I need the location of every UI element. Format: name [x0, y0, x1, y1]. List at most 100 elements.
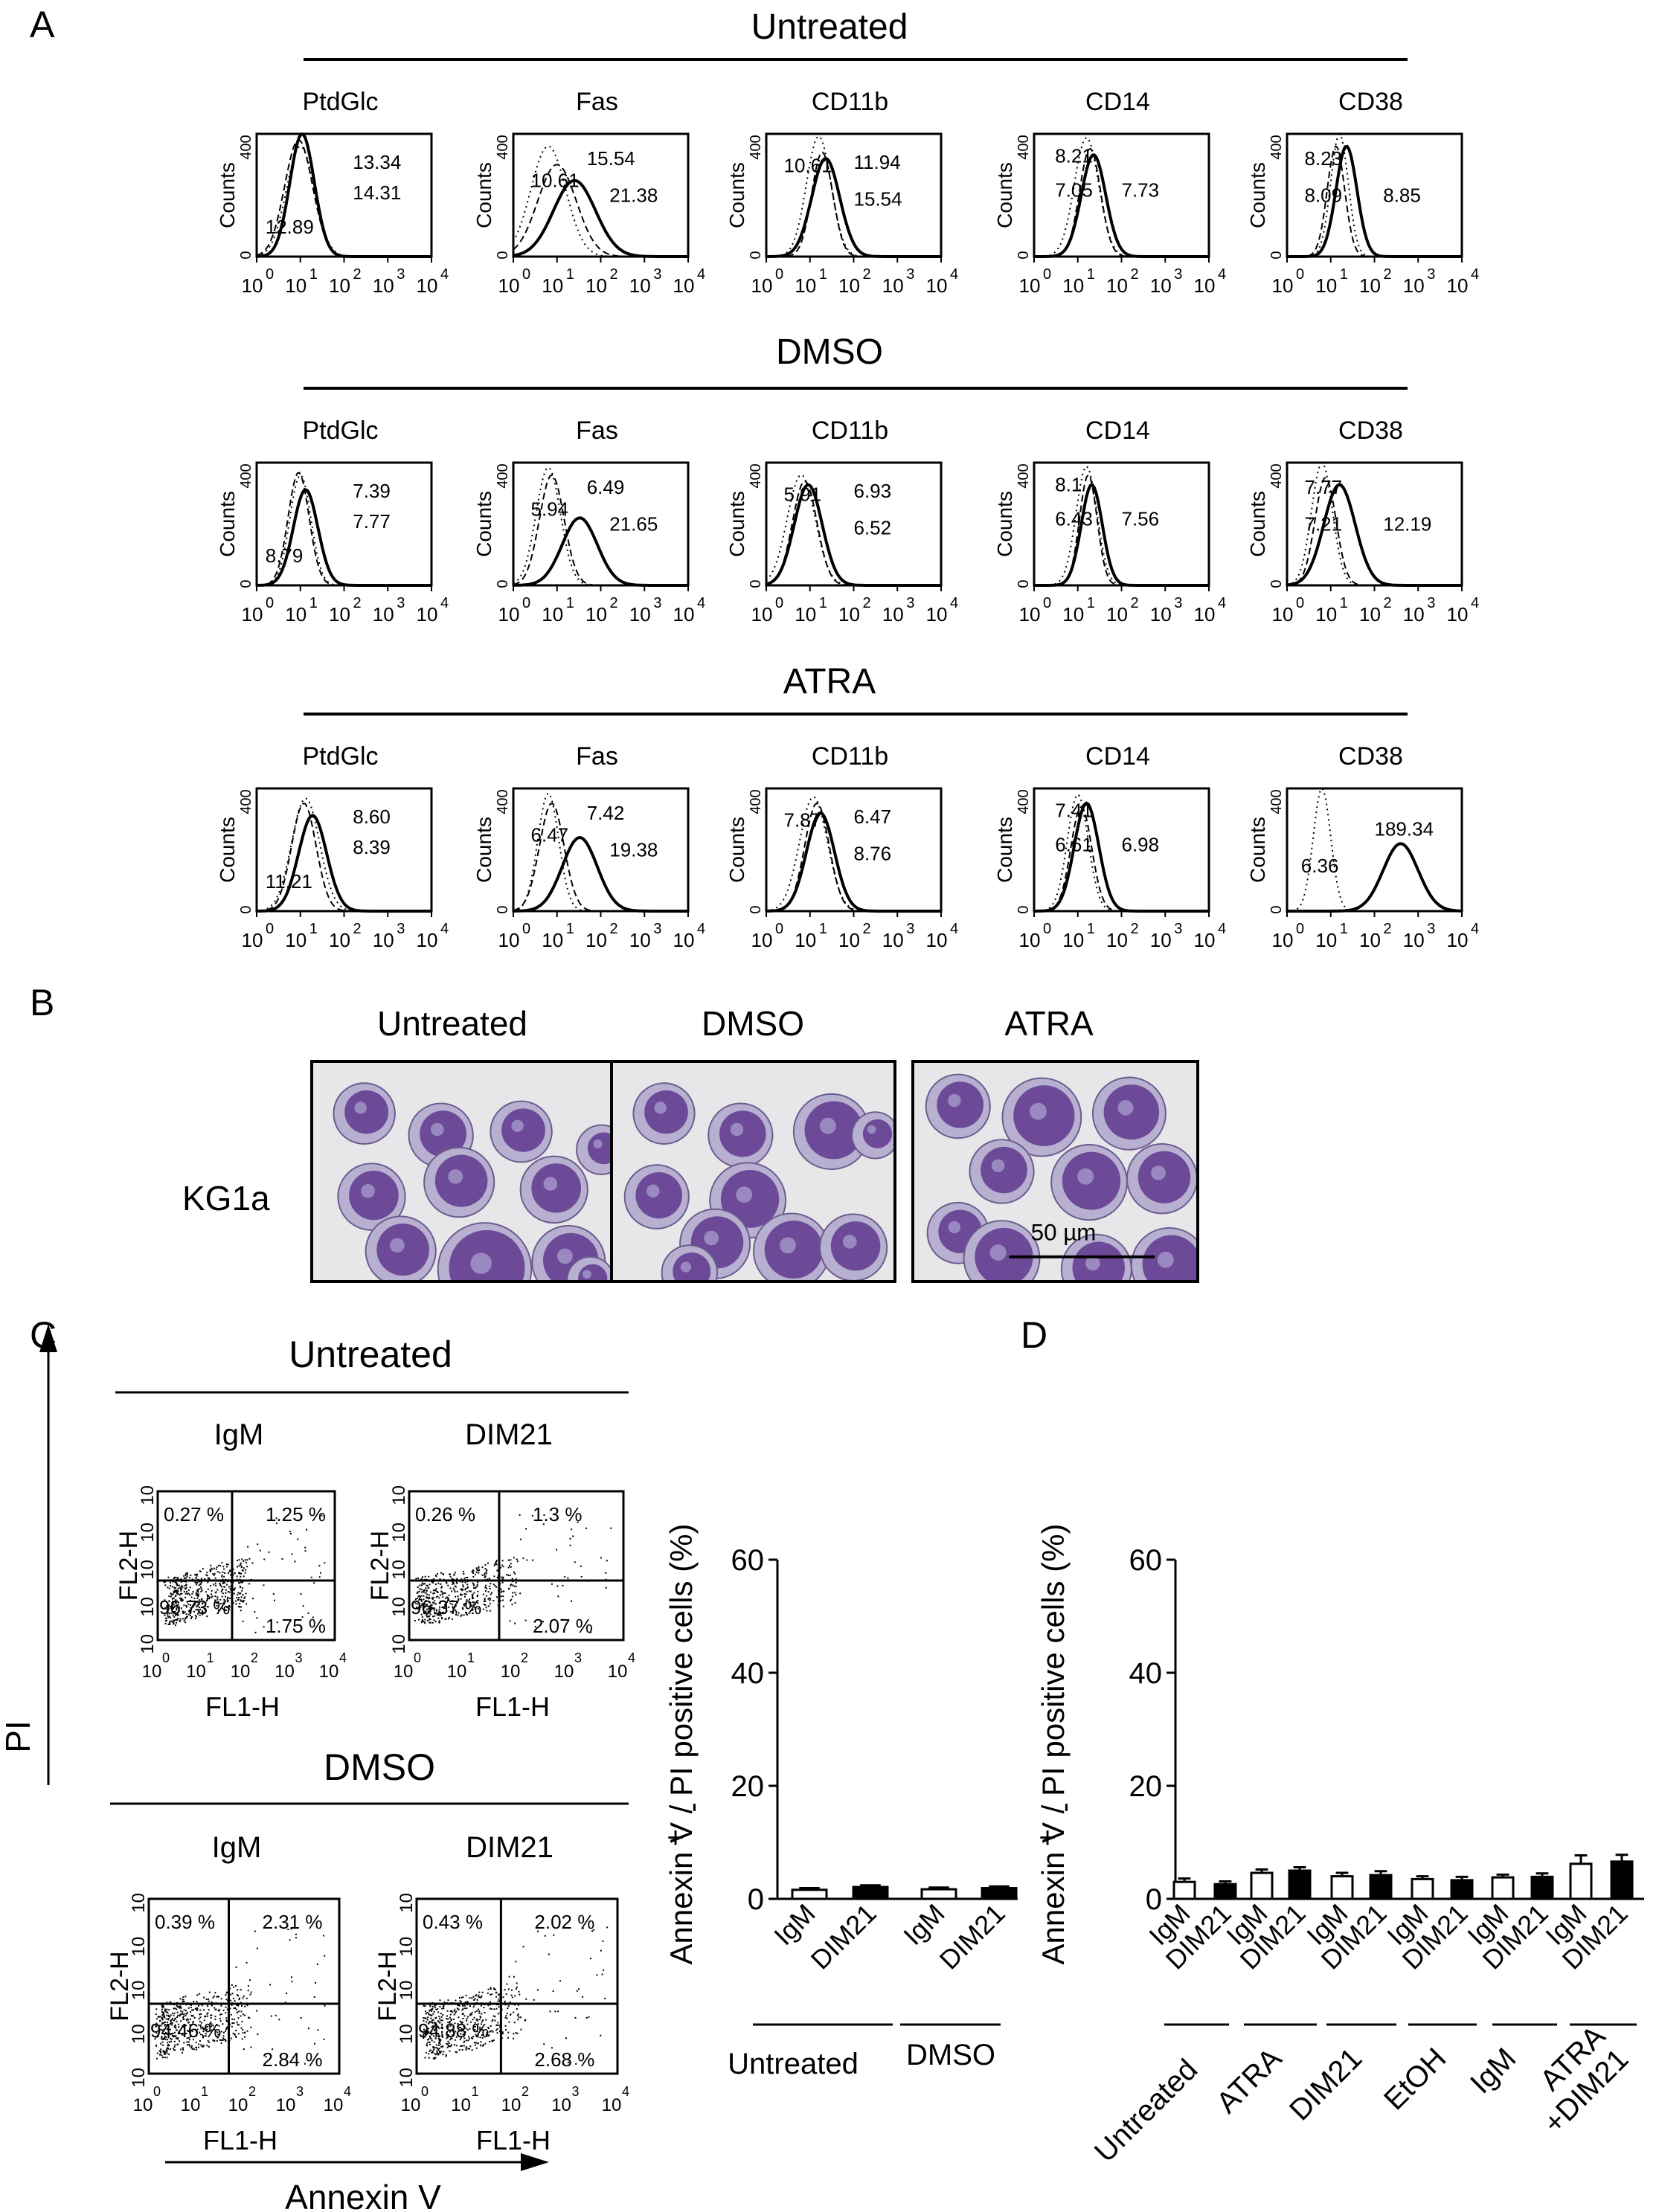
y-tick-top: 400 — [1268, 789, 1285, 814]
x-tick-exponent: 3 — [574, 1650, 582, 1665]
micrograph-atra: 50 µm — [911, 1060, 1199, 1283]
y-axis-label: Counts — [725, 817, 748, 883]
x-tick-base: 10 — [1315, 274, 1337, 297]
y-tick-base: 10 — [397, 2024, 417, 2044]
x-tick-exponent: 1 — [201, 2084, 208, 2099]
x-category-label: DIM21 — [805, 1898, 882, 1975]
panel-label-a: A — [30, 4, 55, 45]
histogram-curve — [256, 797, 431, 912]
histogram-curve — [513, 474, 688, 586]
histogram-value: 8.1 — [1055, 474, 1082, 496]
dotplot-events — [422, 1926, 609, 2065]
quadrant-lower-right: 1.75 % — [266, 1615, 326, 1637]
x-tick-base: 10 — [542, 929, 563, 951]
x-tick-base: 10 — [751, 274, 773, 297]
histogram-value: 6.47 — [854, 806, 892, 828]
histogram-value: 8.21 — [1055, 145, 1093, 167]
y-axis-sign-plus: + — [1039, 1822, 1056, 1854]
y-tick-bottom: 0 — [748, 251, 764, 259]
x-tick-exponent: 2 — [521, 1650, 528, 1665]
y-tick-top: 400 — [238, 463, 254, 488]
x-tick-base: 10 — [242, 929, 263, 951]
y-tick-bottom: 0 — [748, 579, 764, 588]
x-tick-exponent: 0 — [414, 1650, 421, 1665]
dotplot-group-title: Untreated — [289, 1334, 452, 1375]
y-tick-base: 10 — [129, 1893, 149, 1913]
bar — [1172, 1880, 1196, 1900]
x-tick-exponent: 3 — [397, 266, 405, 283]
x-tick-base: 10 — [882, 603, 904, 626]
y-tick-base: 10 — [389, 1523, 409, 1543]
y-tick-base: 10 — [138, 1597, 158, 1617]
x-tick-base: 10 — [1403, 603, 1425, 626]
x-tick-base: 10 — [673, 929, 695, 951]
x-tick-exponent: 2 — [1384, 266, 1392, 283]
x-tick-base: 10 — [551, 2095, 571, 2115]
x-tick-base: 10 — [673, 603, 695, 626]
histogram-value: 21.38 — [609, 184, 658, 206]
x-tick-exponent: 3 — [397, 921, 405, 937]
quadrant-upper-left: 0.26 % — [415, 1503, 475, 1525]
micrograph-dmso — [610, 1060, 896, 1283]
x-tick-exponent: 1 — [1087, 595, 1095, 611]
y-tick-bottom: 0 — [1268, 579, 1285, 588]
y-axis-label: Counts — [472, 491, 495, 557]
x-tick-base: 10 — [602, 2095, 622, 2115]
histogram-curve — [766, 811, 941, 913]
dotplot-events — [154, 1928, 326, 2065]
x-tick-exponent: 4 — [1218, 595, 1226, 611]
bar — [1213, 1883, 1237, 1900]
marker-label: Fas — [576, 88, 618, 116]
histogram-curve — [1034, 153, 1209, 258]
y-tick-bottom: 0 — [1015, 251, 1032, 259]
y-tick-top: 400 — [748, 135, 764, 159]
x-tick-base: 10 — [1315, 603, 1337, 626]
x-tick-exponent: 3 — [572, 2084, 580, 2099]
group-label: ATRA+DIM21 — [1514, 2019, 1634, 2140]
marker-label: CD11b — [812, 417, 888, 445]
x-tick-exponent: 4 — [1471, 266, 1479, 283]
x-tick-exponent: 4 — [344, 2084, 351, 2099]
panel-label-d: D — [1021, 1314, 1047, 1356]
x-tick-base: 10 — [498, 274, 520, 297]
y-axis-label: Counts — [472, 817, 495, 883]
x-tick-exponent: 4 — [440, 921, 449, 937]
y-tick-top: 400 — [495, 135, 511, 159]
x-tick-base: 10 — [542, 603, 563, 626]
dotplot-y-label: FL2-H — [115, 1531, 143, 1601]
histogram-value: 5.91 — [784, 483, 822, 506]
histogram-curve — [256, 814, 431, 913]
x-tick-base: 10 — [795, 274, 816, 297]
dotplot-frame — [147, 1897, 341, 2075]
y-axis-label: Counts — [1246, 162, 1269, 228]
x-tick-exponent: 0 — [1296, 921, 1304, 937]
x-tick-base: 10 — [231, 1662, 251, 1682]
marker-label: CD38 — [1338, 417, 1403, 445]
x-tick-base: 10 — [1359, 603, 1381, 626]
marker-label: CD38 — [1338, 742, 1403, 771]
histogram-value: 8.39 — [353, 836, 391, 858]
y-tick-bottom: 0 — [1268, 251, 1285, 259]
y-tick-base: 10 — [389, 1560, 409, 1580]
histogram-curve — [1286, 483, 1462, 587]
y-tick-bottom: 0 — [495, 905, 511, 913]
panel-label-b: B — [30, 982, 54, 1023]
micrograph-title: DMSO — [702, 1004, 804, 1043]
x-tick-exponent: 3 — [653, 595, 661, 611]
dotplot-frame — [415, 1897, 619, 2075]
y-tick-top: 400 — [1268, 463, 1285, 488]
histogram-value: 7.73 — [1122, 179, 1160, 202]
x-tick-base: 10 — [585, 274, 607, 297]
x-tick-base: 10 — [181, 2095, 201, 2115]
histogram-curve — [1286, 476, 1462, 586]
x-tick-exponent: 2 — [1384, 595, 1392, 611]
